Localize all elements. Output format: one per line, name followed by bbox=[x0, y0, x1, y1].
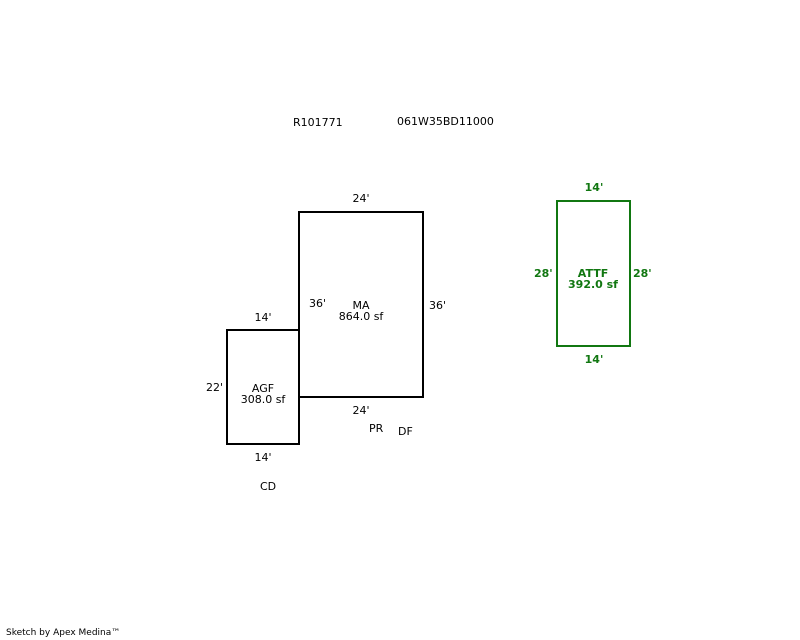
attic-bottom-dimension: 14' bbox=[584, 353, 604, 366]
garage-top-dimension: 14' bbox=[254, 311, 272, 324]
attic-area-label: ATTF 392.0 sf bbox=[568, 268, 618, 290]
main-area-top-dimension: 24' bbox=[352, 192, 370, 205]
attic-top-dimension: 14' bbox=[584, 181, 604, 194]
garage-left-dimension: 22' bbox=[206, 381, 224, 394]
map-number: 061W35BD11000 bbox=[397, 115, 494, 128]
sketch-credit: Sketch by Apex Medina™ bbox=[6, 628, 121, 638]
garage-area-outline bbox=[226, 329, 300, 445]
main-area-sqft: 864.0 sf bbox=[338, 310, 384, 323]
attic-left-dimension: 28' bbox=[534, 267, 553, 280]
attic-sqft: 392.0 sf bbox=[568, 278, 618, 291]
main-area-right-dimension: 36' bbox=[429, 299, 447, 312]
code-df: DF bbox=[398, 425, 413, 438]
main-area-left-dimension: 36' bbox=[309, 297, 327, 310]
account-id: R101771 bbox=[293, 116, 343, 129]
attic-code: ATTF bbox=[577, 267, 609, 280]
garage-sqft: 308.0 sf bbox=[240, 393, 286, 406]
garage-area-label: AGF 308.0 sf bbox=[241, 383, 286, 405]
main-area-bottom-dimension: 24' bbox=[352, 404, 370, 417]
attic-area-outline bbox=[556, 200, 631, 347]
attic-right-dimension: 28' bbox=[633, 267, 652, 280]
main-area-outline bbox=[298, 211, 424, 398]
garage-code: AGF bbox=[251, 382, 275, 395]
main-area-code: MA bbox=[352, 299, 370, 312]
code-cd: CD bbox=[260, 480, 277, 493]
garage-bottom-dimension: 14' bbox=[254, 451, 272, 464]
main-area-label: MA 864.0 sf bbox=[339, 300, 384, 322]
code-pr: PR bbox=[369, 422, 384, 435]
